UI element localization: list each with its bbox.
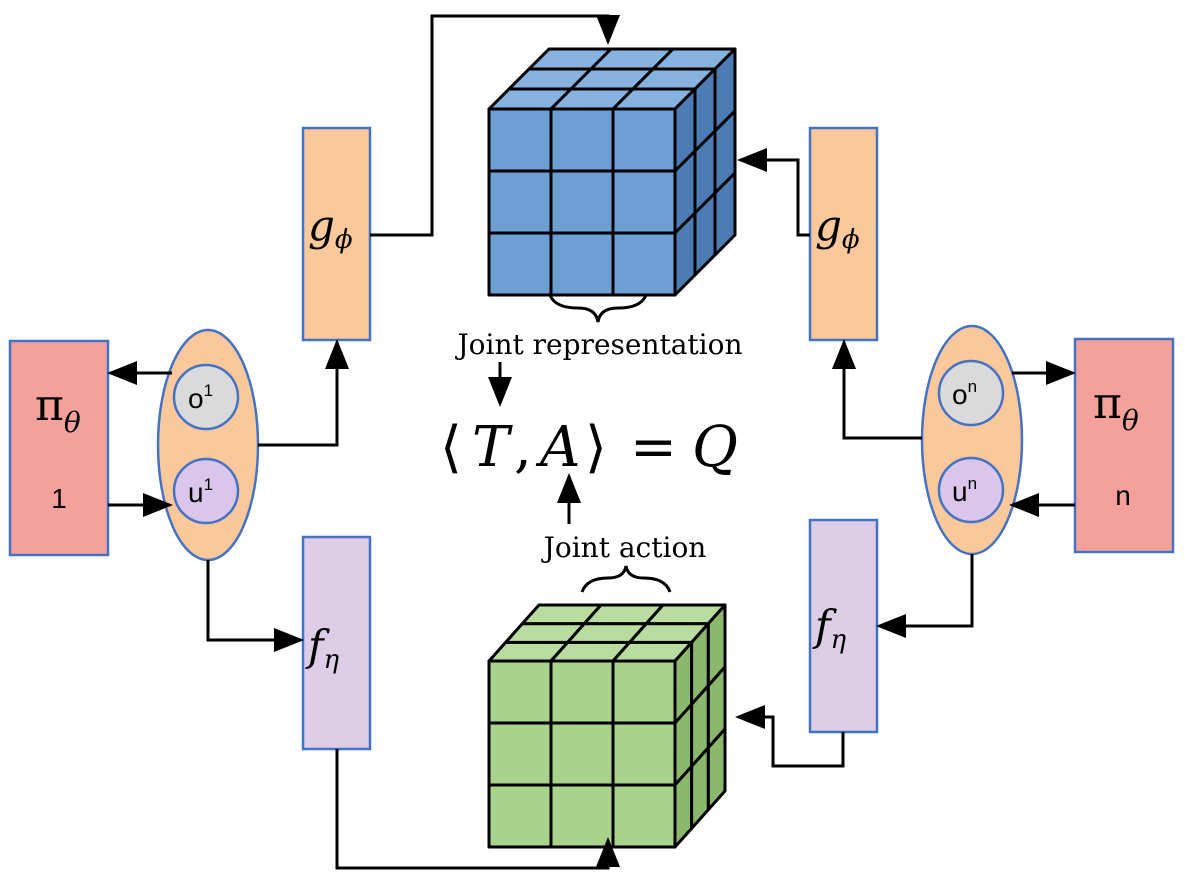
observation-node-agent-1 <box>172 363 240 431</box>
cube-front-cell <box>611 721 677 787</box>
action-node-agent-n <box>937 456 1005 524</box>
curly-brace-icon <box>580 565 672 593</box>
arrow-ellipse-to-f-left <box>206 560 304 652</box>
policy-symbol: πθ <box>1093 378 1139 437</box>
action-label: u1 <box>188 475 213 508</box>
equation-right-angle: ⟩ <box>585 415 607 480</box>
cube-front-cell <box>549 107 615 173</box>
cube-front-cell <box>549 721 615 787</box>
cube-front-cell <box>487 231 553 297</box>
agent-index-label: 1 <box>51 483 67 514</box>
joint-action-cube-icon <box>487 603 727 849</box>
f-eta-decoder-right <box>808 518 879 734</box>
cube-front-cell <box>611 231 677 297</box>
equation-left-angle: ⟨ <box>440 415 462 480</box>
action-label: un <box>952 474 977 507</box>
arrow-ellipse-to-g-right <box>832 339 922 440</box>
cube-front-cell <box>549 169 615 235</box>
g-phi-label: gϕ <box>815 201 860 255</box>
cube-front-cell <box>487 721 553 787</box>
cube-front-cell <box>611 169 677 235</box>
cube-front-cell <box>549 231 615 297</box>
joint-representation-label: Joint representation <box>454 328 742 361</box>
policy-symbol: πθ <box>35 380 81 439</box>
agent-index-label: n <box>1115 480 1131 511</box>
curly-brace-icon <box>548 294 648 323</box>
cube-front-cell <box>487 783 553 849</box>
cube-front-cell <box>611 659 677 725</box>
cube-front-cell <box>611 107 677 173</box>
action-node-agent-1 <box>172 457 240 525</box>
joint-representation-cube-icon <box>487 47 737 297</box>
cube-front-cell <box>611 783 677 849</box>
cube-front-cell <box>487 169 553 235</box>
arrow-g-right-to-top-cube <box>737 148 810 237</box>
cube-front-cell <box>549 783 615 849</box>
q-value-equation: ⟨ T , A ⟩ = Q <box>440 415 738 480</box>
arrow-g-left-to-top-cube <box>370 14 620 237</box>
joint-action-label: Joint action <box>541 531 707 564</box>
arrow-f-right-to-bottom-cube <box>735 705 845 768</box>
cube-side-cell <box>706 727 727 812</box>
policy-box-agent-1 <box>8 339 110 557</box>
observation-label: o1 <box>188 381 213 414</box>
observation-label: on <box>952 377 977 410</box>
observation-node-agent-n <box>937 359 1005 427</box>
equation-equals: = <box>630 415 677 480</box>
cube-front-cell <box>487 659 553 725</box>
g-phi-encoder-left <box>301 126 372 342</box>
arrow-ellipse-to-g-left <box>258 339 349 447</box>
equation-T: T <box>472 415 513 480</box>
g-phi-label: gϕ <box>308 201 353 255</box>
cube-side-cell <box>713 171 737 257</box>
equation-comma: , <box>514 415 532 480</box>
policy-box-agent-n <box>1073 337 1175 554</box>
arrow-f-left-to-bottom-cube <box>335 749 620 870</box>
f-eta-decoder-left <box>301 535 372 751</box>
arrow-ellipse-to-f-right <box>876 554 974 638</box>
cube-front-cell <box>549 659 615 725</box>
equation-A: A <box>535 415 580 480</box>
cube-front-cell <box>487 107 553 173</box>
equation-Q: Q <box>692 415 738 480</box>
